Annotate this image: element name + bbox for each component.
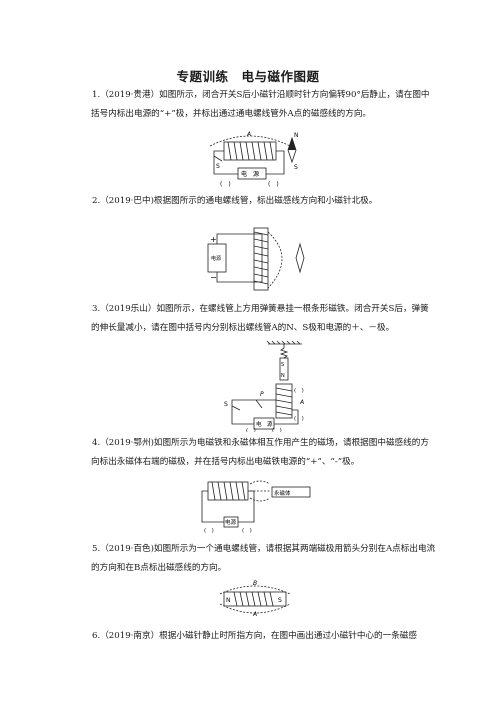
- figure-3-supply-label: 电 源: [256, 420, 273, 428]
- figure-5-point-b: B: [253, 580, 257, 587]
- figure-3-paren-1: ( ): [294, 388, 304, 394]
- figure-1-compass-n: N: [294, 132, 299, 139]
- page-title: 专题训练 电与磁作图题: [176, 69, 320, 84]
- question-3-text: 3.（2019乐山）如图所示，在螺线管上方用弹簧悬挂一根条形磁铁。闭合开关S后，…: [91, 304, 429, 333]
- figure-4-paren-left: ( ): [204, 528, 214, 534]
- question-1-text: 1.（2019·贵港）如图所示，闭合开关S后小磁针沿顺时针方向偏转90°后静止，…: [91, 90, 430, 119]
- figure-3-point-a: A: [299, 399, 304, 406]
- question-6-text: 6.（2019·南京）根据小磁针静止时所指方向，在图中画出通过小磁针中心的一条磁…: [92, 631, 417, 641]
- figure-1-paren-right: ( ): [268, 181, 279, 188]
- figure-5-point-a: A: [252, 611, 257, 618]
- figure-3-paren-4: ( ): [272, 428, 282, 432]
- figure-2-minus: −: [210, 273, 217, 282]
- figure-3-paren-3: ( ): [246, 428, 256, 432]
- figure-5-solenoid: B A N S: [219, 580, 291, 618]
- figure-1-solenoid-compass: A N S S 电 源 ( ) ( ): [209, 131, 299, 188]
- figure-3-point-p: P: [260, 391, 264, 398]
- figure-4-supply-label: 电源: [225, 518, 237, 526]
- figure-3-paren-2: ( ): [294, 416, 304, 422]
- figure-1-compass-s: S: [294, 164, 298, 171]
- figure-1-switch-label: S: [216, 163, 220, 170]
- figure-2-supply-label: 电源: [211, 255, 221, 262]
- question-2-text: 2.（2019·巴中)根据图所示的通电螺线管，标出磁感线方向和小磁针北极。: [92, 196, 378, 206]
- figure-1-point-a: A: [246, 131, 251, 138]
- question-4-text: 4.（2019·鄂州)如图所示为电磁铁和永磁体相互作用产生的磁场，请根据图中磁感…: [91, 438, 429, 467]
- figure-4-electromagnet-magnet: 永磁体 电源 ( ) ( ): [201, 480, 311, 534]
- figure-1-supply-label: 电 源: [241, 170, 259, 178]
- figure-4-paren-right: ( ): [242, 528, 252, 534]
- question-5-text: 5.（2019·百色)如图所示为一个通电螺线管，请根据其两端磁极用箭头分别在A点…: [91, 544, 436, 573]
- figure-2-plus: +: [210, 235, 217, 244]
- figure-3-magnet-n: N: [281, 373, 285, 379]
- figure-1-paren-left: ( ): [220, 181, 231, 188]
- figure-5-pole-n: N: [226, 597, 231, 604]
- figure-3-magnet-s: S: [281, 362, 284, 368]
- figure-3-spring-magnet: S N S P A 电 源 ( ) ( ) ( ) ( ): [224, 340, 304, 432]
- figure-3-switch-label: S: [224, 401, 228, 408]
- figure-2-solenoid: + − 电源: [207, 227, 305, 291]
- figure-4-magnet-label: 永磁体: [274, 489, 291, 497]
- figure-5-pole-s: S: [278, 597, 282, 604]
